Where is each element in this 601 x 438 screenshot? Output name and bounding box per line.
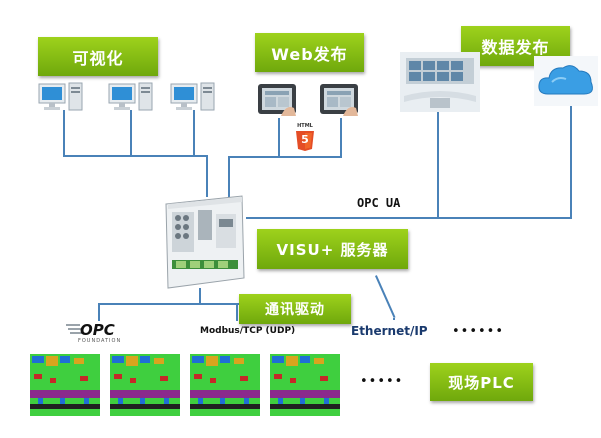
server-label: VISU+ 服务器 [257, 229, 408, 269]
control-room-icon [400, 52, 480, 112]
desktop-computer-icon [108, 82, 154, 112]
visualization-label: 可视化 [38, 37, 158, 76]
wire-modbus-drop [236, 303, 238, 321]
wire-opcua-bus [246, 217, 572, 219]
wire-driver-bus [98, 303, 330, 305]
wire-web-to-server [228, 156, 230, 197]
wire-visual-to-server [206, 155, 208, 197]
plc-rack-icon [30, 354, 100, 416]
plc-rack-icon [190, 354, 260, 416]
comm-driver-label: 通讯驱动 [239, 294, 351, 324]
wire-cloud-drop [570, 106, 572, 219]
wire-controlroom-drop [437, 112, 439, 217]
plc-ellipsis: ••••• [360, 374, 404, 389]
opc-foundation-logo [66, 320, 130, 344]
ethernet-ip-label: Ethernet/IP [351, 324, 428, 338]
server-device-icon [164, 194, 246, 290]
html5-badge-number: 5 [301, 133, 309, 146]
tablet-icon [256, 82, 298, 118]
wire-server-to-ethernetip [375, 275, 396, 319]
field-plc-label: 现场PLC [430, 363, 533, 401]
ethernet-ip-text-a: Ethernet [351, 324, 410, 338]
ethernet-ip-text-b: /IP [409, 324, 428, 338]
wire-web-bus [228, 156, 342, 158]
opc-logo-sub: FOUNDATION [78, 338, 122, 344]
wire-pc3-drop [193, 110, 195, 157]
web-publish-label: Web发布 [255, 33, 364, 72]
protocols-ellipsis: •••••• [452, 324, 505, 339]
wire-visual-bus [63, 155, 208, 157]
html5-icon [294, 124, 316, 152]
wire-opc-drop [98, 303, 100, 321]
wire-server-to-driver [199, 288, 201, 303]
wire-pc2-drop [130, 110, 132, 157]
plc-rack-icon [270, 354, 340, 416]
wire-ethernetip-vertical [393, 318, 395, 320]
wire-tab2-drop [340, 118, 342, 158]
modbus-label: Modbus/TCP (UDP) [200, 326, 296, 336]
wire-pc1-drop [63, 110, 65, 157]
plc-rack-icon [110, 354, 180, 416]
desktop-computer-icon [38, 82, 84, 112]
cloud-icon [534, 56, 598, 106]
html5-badge-top: HTML [297, 123, 313, 129]
desktop-computer-icon [170, 82, 216, 112]
opc-ua-label: OPC UA [357, 196, 401, 210]
wire-tab1-drop [278, 118, 280, 158]
opc-logo-text: OPC [80, 321, 115, 339]
tablet-icon [318, 82, 360, 118]
